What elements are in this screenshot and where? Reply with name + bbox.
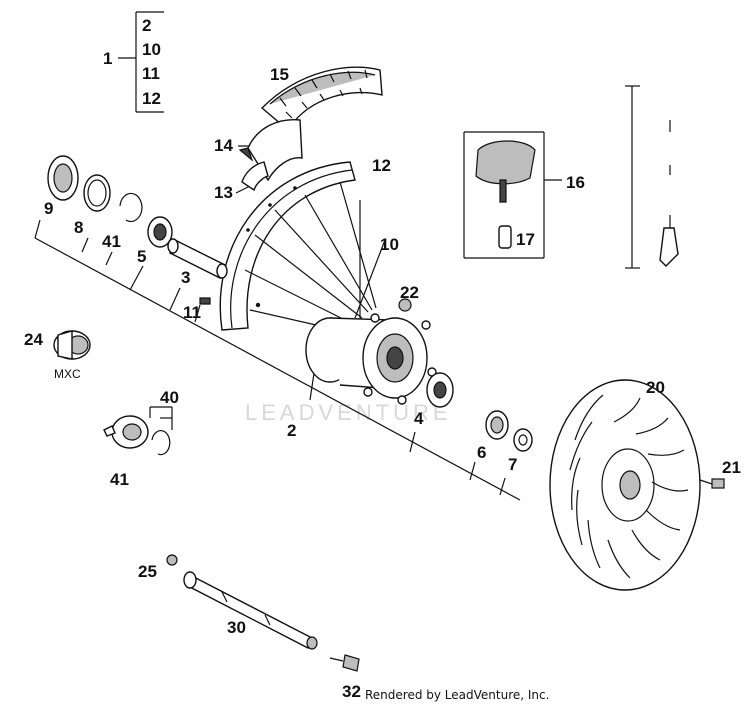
callout-21: 21 [722, 458, 741, 477]
bearing-5 [147, 216, 173, 248]
callout-24: 24 [24, 330, 43, 349]
disc-bolt [699, 478, 725, 489]
callout-9: 9 [44, 199, 53, 218]
callout-16: 16 [566, 173, 585, 192]
hub [305, 313, 437, 405]
group-item-2: 2 [142, 16, 151, 35]
part-group-1: 1 2 10 11 12 [103, 11, 164, 113]
tire [260, 66, 383, 132]
spacer-24 [53, 330, 91, 360]
rim [219, 161, 356, 331]
callout-17: 17 [516, 230, 535, 249]
callout-15: 15 [270, 65, 289, 84]
circlip-41a [119, 192, 143, 223]
brake-disc [549, 379, 701, 591]
callout-8: 8 [74, 218, 83, 237]
watermark: LEADVENTURE [245, 400, 452, 425]
valve-stem [625, 85, 679, 269]
callout-3: 3 [181, 268, 190, 287]
axle [183, 571, 318, 650]
callout-2: 2 [287, 421, 296, 440]
nut-25 [166, 554, 178, 566]
callout-10: 10 [380, 235, 399, 254]
nut-22 [398, 298, 412, 312]
callout-14: 14 [214, 136, 233, 155]
speedo-drive [103, 406, 173, 456]
callout-1: 1 [103, 49, 112, 68]
seal-6 [485, 410, 509, 440]
callout-5: 5 [137, 247, 146, 266]
callout-30: 30 [227, 618, 246, 637]
seal-9 [47, 155, 79, 201]
callout-11: 11 [183, 303, 201, 322]
callout-12: 12 [372, 156, 391, 175]
group-item-12: 12 [142, 89, 161, 108]
group-item-11: 11 [142, 64, 160, 83]
spacer-7 [513, 428, 533, 452]
bearing-4 [426, 372, 454, 408]
axle-bolt [329, 654, 360, 672]
circlip-41b [151, 430, 171, 456]
spoke-nipple [199, 297, 211, 305]
valve-group [463, 131, 562, 259]
leader-lines [34, 145, 521, 501]
spacer-3 [167, 238, 228, 279]
callout-41-speedo: 41 [110, 470, 129, 489]
callout-7: 7 [508, 455, 517, 474]
callout-4: 4 [414, 409, 424, 428]
callout-20: 20 [646, 378, 665, 397]
variant-note-mxc: MXC [54, 367, 81, 381]
callout-22: 22 [400, 283, 419, 302]
callout-6: 6 [477, 443, 486, 462]
callout-25: 25 [138, 562, 157, 581]
callout-13: 13 [214, 183, 233, 202]
callout-40: 40 [160, 388, 179, 407]
spokes [244, 181, 386, 336]
callouts: 15 14 13 12 10 9 8 41 5 3 11 22 24 MXC 4… [24, 65, 741, 701]
callout-41: 41 [102, 232, 121, 251]
group-item-10: 10 [142, 40, 161, 59]
rim-strip [241, 161, 269, 192]
callout-32: 32 [342, 682, 361, 701]
credit-text: Rendered by LeadVenture, Inc. [365, 688, 549, 702]
